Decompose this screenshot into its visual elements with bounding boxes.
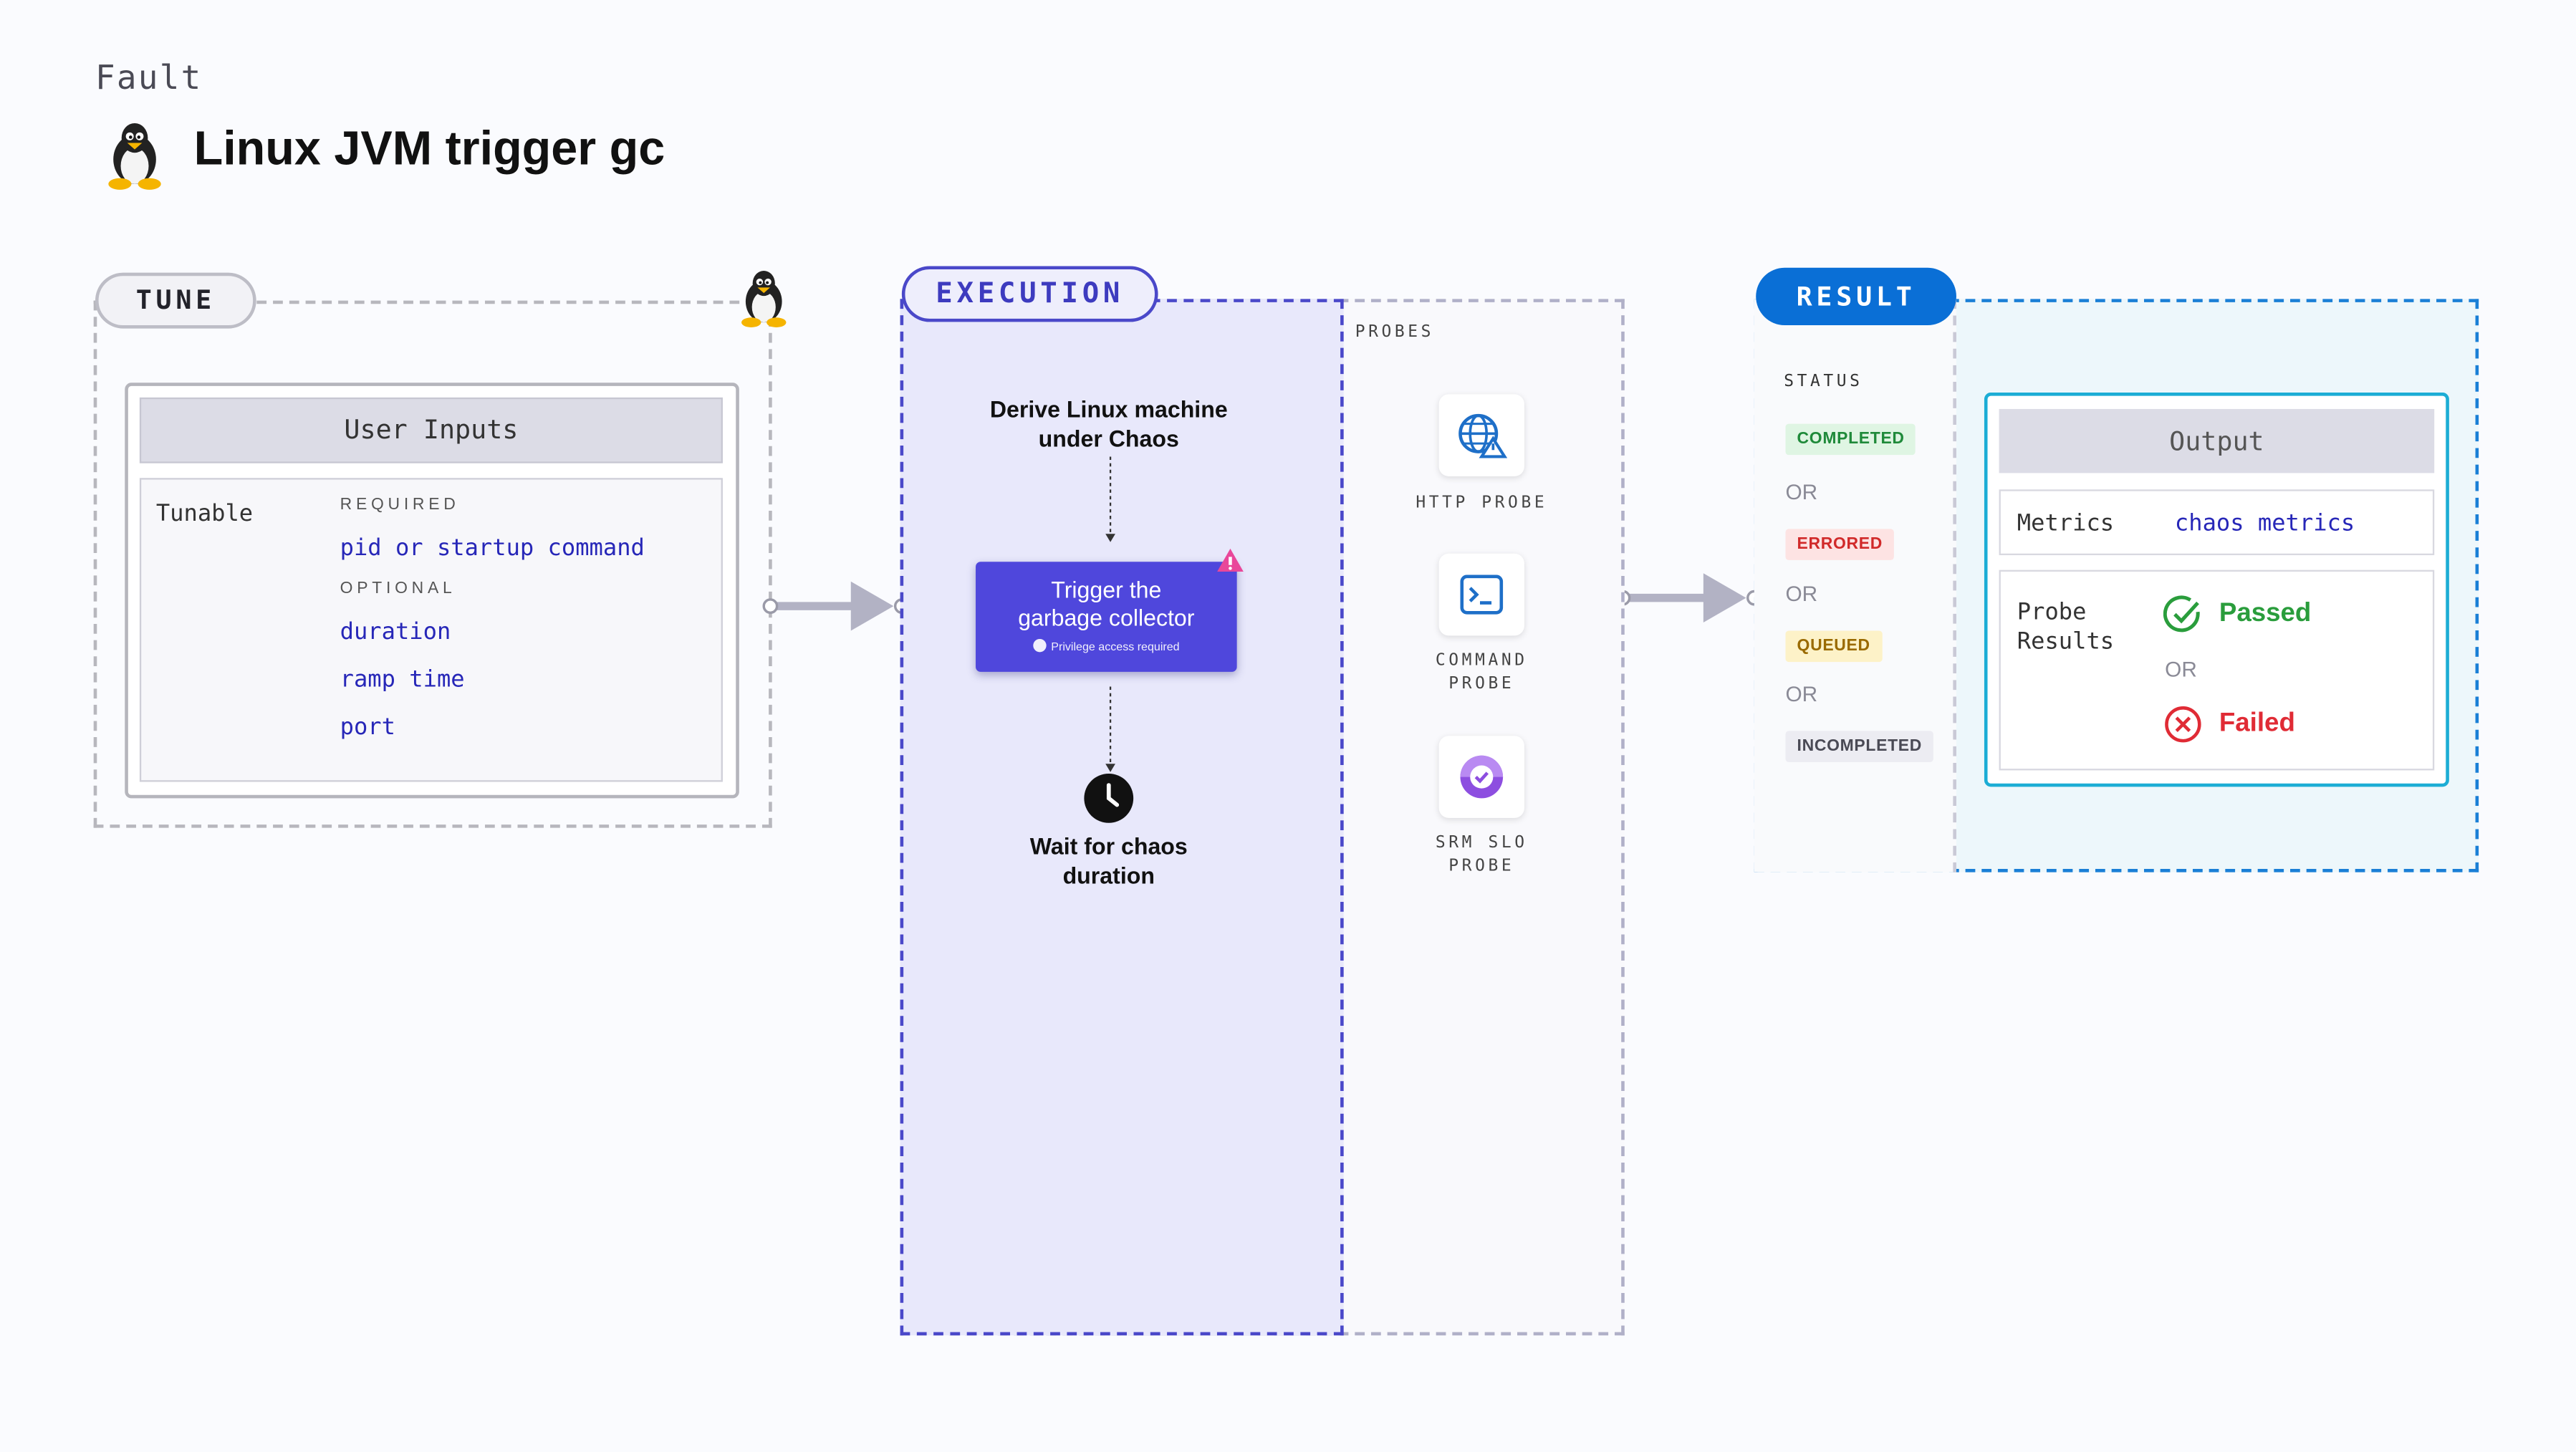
tune-to-execution-arrow (762, 581, 910, 631)
tune-section (93, 300, 772, 828)
command-probe-card (1438, 553, 1524, 636)
user-inputs-body (139, 478, 723, 782)
input-ramp-time: ramp time (340, 666, 465, 693)
status-incompleted-badge: INCOMPLETED (1785, 731, 1934, 762)
linux-tux-icon (108, 122, 161, 190)
result-status-panel (1754, 299, 1956, 872)
privilege-note: Privilege access required (1051, 642, 1180, 654)
probe-results-label: Probe Results (2017, 599, 2115, 655)
command-probe-icon (1460, 574, 1504, 615)
status-completed-badge: COMPLETED (1785, 423, 1916, 456)
http-probe-card (1438, 394, 1524, 476)
optional-label: OPTIONAL (340, 580, 456, 598)
chaos-metrics-value: chaos metrics (2174, 511, 2355, 537)
required-label: REQUIRED (340, 496, 460, 514)
wait-duration-step: Wait for chaos duration (1029, 832, 1188, 889)
status-queued-badge: QUEUED (1785, 630, 1882, 663)
failed-label: Failed (2219, 709, 2295, 738)
probe-results-row (1999, 569, 2435, 771)
input-duration: duration (340, 619, 451, 646)
input-port: port (340, 714, 395, 741)
step-connector (1105, 686, 1115, 772)
step-connector (1105, 456, 1115, 542)
srm-slo-probe-icon (1460, 755, 1504, 799)
lock-icon (1033, 638, 1047, 653)
user-inputs-title: User Inputs (139, 397, 723, 463)
status-errored-badge: ERRORED (1785, 529, 1895, 560)
or-separator: OR (1785, 479, 1818, 504)
clock-icon (1084, 774, 1134, 823)
derive-machine-step: Derive Linux machine under Chaos (989, 395, 1228, 452)
command-probe-label: COMMAND PROBE (1435, 652, 1528, 693)
http-probe-icon (1458, 413, 1508, 458)
passed-label: Passed (2219, 599, 2312, 628)
metrics-row (1999, 489, 2435, 556)
fault-label: Fault (95, 57, 203, 97)
execution-label: EXECUTION (901, 266, 1158, 322)
tunable-label: Tunable (155, 501, 254, 528)
tune-label: TUNE (95, 272, 256, 329)
srm-slo-probe-card (1438, 736, 1524, 818)
input-pid-or-startup-command: pid or startup command (340, 535, 645, 562)
execution-to-result-arrow (1615, 573, 1762, 623)
page-title: Linux JVM trigger gc (193, 122, 665, 176)
or-separator: OR (1785, 581, 1818, 607)
http-probe-label: HTTP PROBE (1416, 494, 1548, 513)
srm-slo-probe-label: SRM SLO PROBE (1435, 834, 1528, 876)
linux-tux-icon (741, 271, 787, 327)
trigger-gc-action: Trigger the garbage collector Privilege … (976, 562, 1237, 672)
failed-x-icon (2165, 706, 2201, 743)
chaos-fault-icon (1217, 548, 1244, 572)
or-separator: OR (1785, 681, 1818, 706)
output-title: Output (1999, 408, 2435, 473)
probes-label: PROBES (1355, 323, 1435, 342)
or-separator: OR (2165, 657, 2197, 682)
passed-check-icon (2163, 595, 2200, 633)
result-label: RESULT (1756, 267, 1956, 326)
metrics-label: Metrics (2017, 511, 2115, 537)
status-label: STATUS (1784, 372, 1863, 391)
